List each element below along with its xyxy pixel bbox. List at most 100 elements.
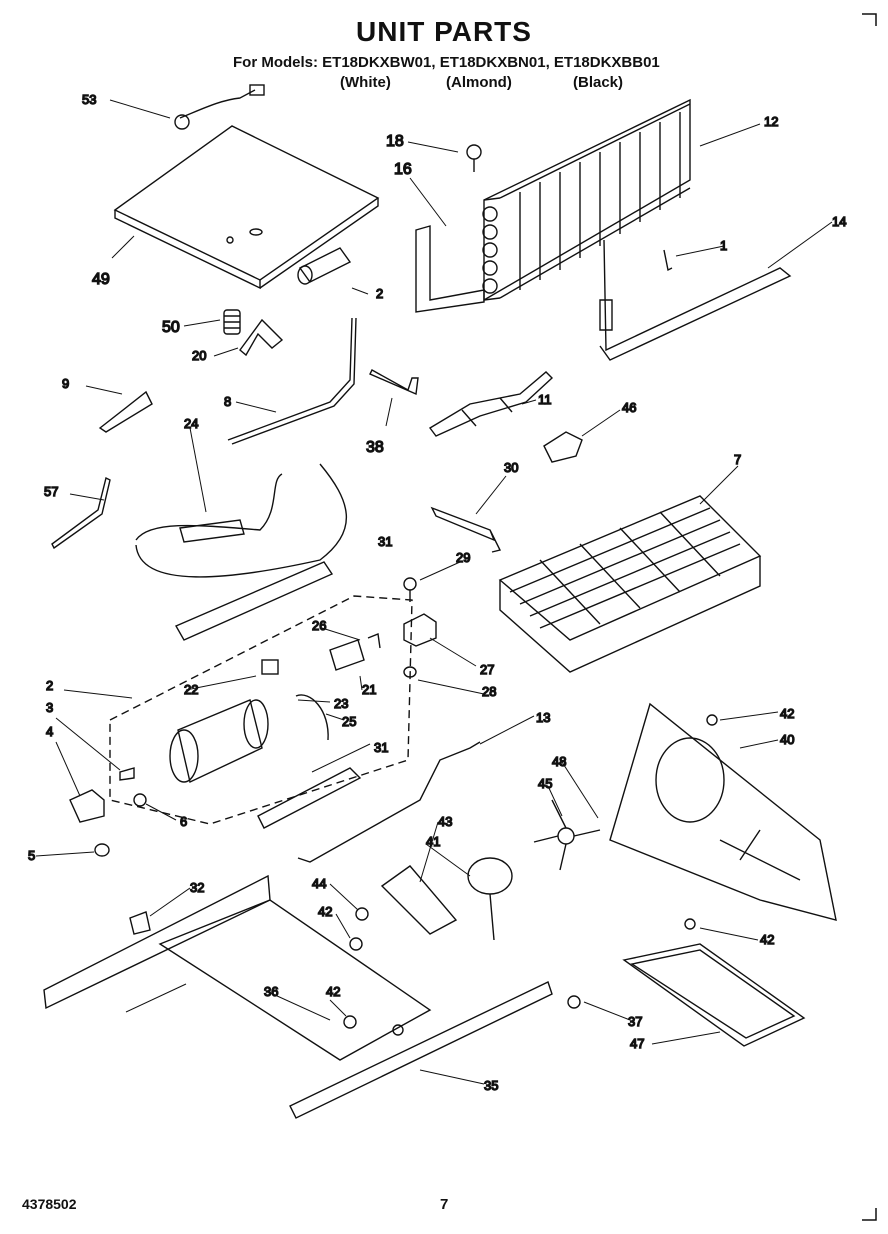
page-number: 7 — [440, 1196, 449, 1213]
callout-42a: 42 — [780, 706, 794, 721]
callout-40: 40 — [780, 732, 794, 747]
part-31-tube — [175, 561, 334, 641]
callout-16: 16 — [394, 161, 412, 178]
callout-20: 20 — [192, 348, 206, 363]
part-11-heat-exchanger — [428, 371, 554, 437]
callout-9: 9 — [62, 376, 69, 391]
part-50-spring — [223, 309, 241, 335]
part-42-screw — [349, 937, 363, 951]
callout-38: 38 — [366, 439, 384, 456]
part-4-bracket — [69, 789, 105, 823]
part-26-clip — [367, 633, 381, 649]
color-black: (Black) — [573, 74, 624, 91]
part-8-tube — [227, 317, 353, 441]
callout-18: 18 — [386, 133, 404, 150]
callout-48: 48 — [552, 754, 566, 769]
callout-27: 27 — [480, 662, 494, 677]
callout-47: 47 — [630, 1036, 644, 1051]
part-42-screw-e — [392, 1024, 404, 1036]
part-32-clip — [129, 911, 151, 935]
part-30-tie — [430, 506, 502, 553]
color-white: (White) — [340, 74, 391, 91]
callout-50: 50 — [162, 319, 180, 336]
callout-43: 43 — [438, 814, 452, 829]
part-49-cover — [113, 125, 380, 290]
callout-2a: 2 — [376, 286, 383, 301]
callout-5: 5 — [28, 848, 35, 863]
callout-29: 29 — [456, 550, 470, 565]
callout-23: 23 — [334, 696, 348, 711]
part-9-tube — [98, 390, 153, 433]
part-14-loop — [599, 239, 792, 361]
callout-31b: 31 — [374, 740, 388, 755]
part-21-plug — [329, 639, 365, 671]
callout-14: 14 — [832, 214, 846, 229]
callout-11: 11 — [538, 392, 552, 407]
part-22-compressor — [169, 699, 269, 784]
callout-53: 53 — [82, 92, 96, 107]
callout-8: 8 — [224, 394, 231, 409]
callout-2: 2 — [46, 678, 53, 693]
part-16-bracket — [415, 225, 485, 313]
document-number: 4378502 — [22, 1196, 77, 1212]
callout-13: 13 — [536, 710, 550, 725]
callout-4: 4 — [46, 724, 53, 739]
part-36-base — [158, 899, 432, 1061]
part-29-screw — [403, 577, 417, 602]
part-43-motor — [467, 857, 513, 941]
callout-1: 1 — [720, 238, 727, 253]
part-34-rail — [43, 874, 271, 1010]
part-3-grommet — [119, 767, 135, 781]
part-42-screw-b — [706, 714, 718, 726]
part-24-capillary — [135, 463, 347, 578]
callout-42d: 42 — [760, 932, 774, 947]
part-37-screw — [567, 995, 581, 1009]
callout-31a: 31 — [378, 534, 392, 549]
callout-32: 32 — [190, 880, 204, 895]
part-53-harness — [174, 84, 265, 130]
callout-26: 26 — [312, 618, 326, 633]
callout-7: 7 — [734, 452, 741, 467]
part-31-lower-tube — [257, 767, 362, 829]
part-7-evaporator — [498, 495, 762, 673]
part-35-rail — [289, 981, 553, 1119]
callout-35: 35 — [484, 1078, 498, 1093]
callout-42c: 42 — [326, 984, 340, 999]
part-10-clip — [663, 249, 673, 272]
models-line: For Models: ET18DKXBW01, ET18DKXBN01, ET… — [233, 54, 660, 71]
part-5-grommet — [94, 843, 110, 857]
part-6-screw — [133, 793, 147, 807]
part-38-tube — [369, 369, 419, 396]
part-27-relay — [403, 613, 437, 647]
callout-6: 6 — [180, 814, 187, 829]
callout-36: 36 — [264, 984, 278, 999]
part-22-cap — [261, 659, 279, 675]
part-2-drier — [297, 247, 352, 285]
callout-49: 49 — [92, 271, 110, 288]
part-47-drain-pan — [622, 943, 806, 1047]
part-44-screw — [355, 907, 369, 921]
page-title: UNIT PARTS — [356, 16, 532, 47]
part-12-condenser — [482, 98, 691, 302]
callout-24: 24 — [184, 416, 198, 431]
callout-22: 22 — [184, 682, 198, 697]
part-45-fan-blade — [533, 799, 601, 871]
part-40-shroud — [609, 702, 837, 921]
part-18-screw — [466, 144, 482, 172]
callout-57: 57 — [44, 484, 58, 499]
callout-42b: 42 — [318, 904, 332, 919]
callout-44: 44 — [312, 876, 326, 891]
callout-12: 12 — [764, 114, 778, 129]
part-42-screw-d — [343, 1015, 357, 1029]
callout-45: 45 — [538, 776, 552, 791]
callout-30: 30 — [504, 460, 518, 475]
callout-25: 25 — [342, 714, 356, 729]
color-almond: (Almond) — [446, 74, 512, 91]
part-13-tube — [297, 741, 481, 863]
part-42-screw-c — [684, 918, 696, 930]
callout-41: 41 — [426, 834, 440, 849]
callout-21: 21 — [362, 682, 376, 697]
part-46-block — [543, 431, 583, 463]
part-23-wire — [295, 694, 329, 741]
